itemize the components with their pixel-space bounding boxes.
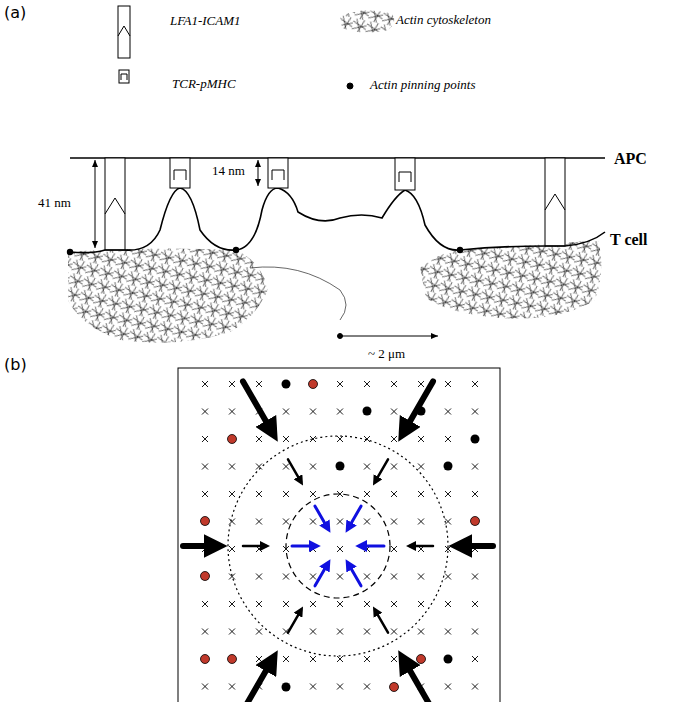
panel-frame [178, 368, 500, 702]
dotted-circle [228, 436, 448, 656]
tcr-pmhc [170, 158, 415, 190]
t-cell-membrane [70, 188, 605, 253]
grid-marks [202, 381, 478, 690]
lfa1-icam1 [105, 158, 565, 250]
apc-membrane [70, 157, 605, 159]
legend-text: Actin cytoskeleton [396, 13, 491, 27]
actin-mesh [420, 240, 601, 319]
label: (a) [4, 4, 26, 22]
label: (b) [4, 356, 27, 374]
label: 41 nm [38, 196, 71, 210]
legend-text: TCR-pMHC [172, 77, 236, 91]
label: ~ 2 μm [368, 347, 405, 361]
pinning-point [67, 247, 463, 255]
flow-arrows [183, 381, 493, 702]
actin-gap [250, 267, 346, 320]
label: T cell [610, 231, 647, 249]
legend-icons [118, 6, 394, 89]
dimension-arrows [95, 160, 438, 339]
label: 14 nm [212, 164, 245, 178]
legend-text: LFA1-ICAM1 [170, 14, 241, 28]
actin-mesh [68, 248, 268, 342]
legend-text: Actin pinning points [370, 78, 475, 92]
dashed-circle [286, 494, 390, 598]
pinning-dots [201, 380, 480, 692]
label: APC [614, 150, 647, 168]
